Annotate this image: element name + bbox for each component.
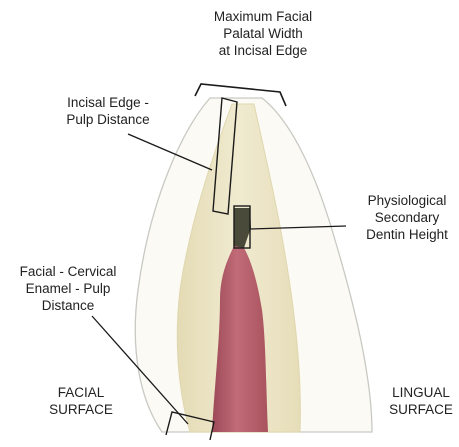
lingual-surface-label: LINGUAL SURFACE (382, 384, 459, 418)
max-facial-palatal-width-label: Maximum Facial Palatal Width at Incisal … (188, 8, 338, 59)
incisal-edge-pulp-distance-label: Incisal Edge - Pulp Distance (48, 94, 168, 128)
secondary-dentin-height-label: Physiological Secondary Dentin Height (348, 192, 459, 243)
facial-surface-label: FACIAL SURFACE (36, 384, 126, 418)
cervical-enamel-pulp-distance-label: Facial - Cervical Enamel - Pulp Distance (4, 263, 132, 314)
